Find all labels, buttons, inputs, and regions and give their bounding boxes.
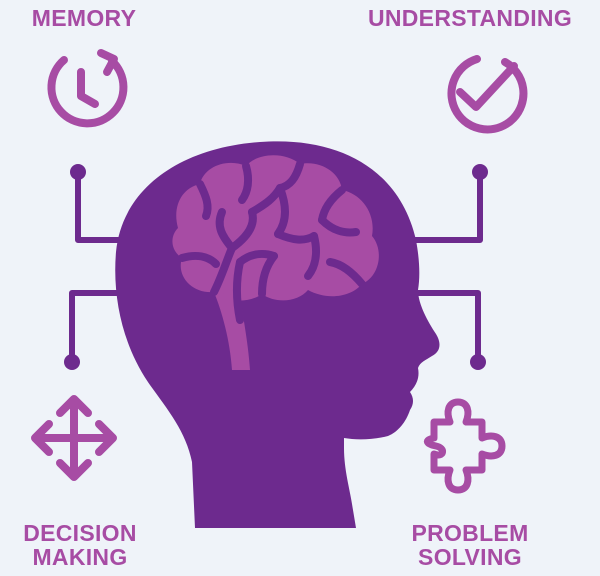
connector-dots xyxy=(64,164,488,370)
decision-label-line1: DECISION xyxy=(23,520,137,546)
move-arrows-icon xyxy=(31,395,117,481)
problem-label-line2: SOLVING xyxy=(418,544,522,570)
check-circle-icon xyxy=(447,55,528,134)
dot-memory xyxy=(70,164,86,180)
connector-problem xyxy=(397,290,481,365)
brain-folds xyxy=(178,160,366,324)
problem-label-line1: PROBLEM xyxy=(411,520,529,546)
brain-icon xyxy=(172,155,379,370)
understanding-label-text: UNDERSTANDING xyxy=(367,5,573,31)
decision-making-label: DECISION MAKING xyxy=(0,521,160,569)
memory-label: MEMORY xyxy=(14,6,154,30)
memory-label-text: MEMORY xyxy=(31,5,137,31)
problem-solving-label: PROBLEM SOLVING xyxy=(395,521,545,569)
dot-problem xyxy=(470,354,486,370)
dot-decision xyxy=(64,354,80,370)
understanding-label: UNDERSTANDING xyxy=(350,6,590,30)
puzzle-piece-icon xyxy=(424,398,506,494)
decision-label-line2: MAKING xyxy=(32,544,128,570)
connector-understanding xyxy=(392,169,483,243)
clock-refresh-icon xyxy=(47,49,128,128)
dot-understanding xyxy=(472,164,488,180)
